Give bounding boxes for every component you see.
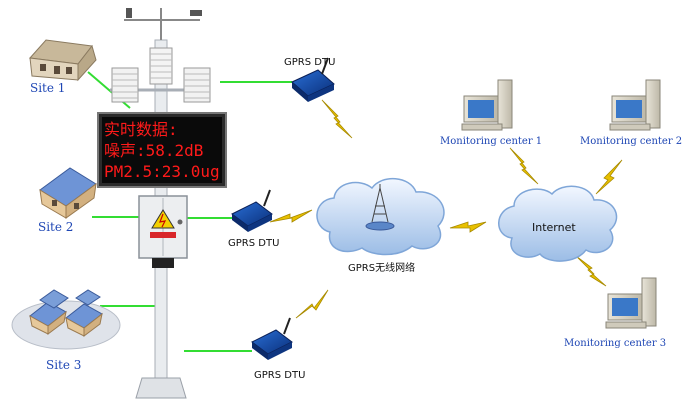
warning-icon [151,209,175,229]
sensor-shield-left [111,67,139,103]
monitoring-center-3-label: Monitoring center 3 [564,338,666,349]
antenna-icon [283,317,291,335]
station-base [135,377,187,399]
led-line-2: 噪声:58.2dB [104,141,203,160]
site3-village [11,289,121,350]
site3-label: Site 3 [46,358,81,372]
lightning-icon [269,209,313,223]
dtu-bottom-label: GPRS DTU [254,370,305,381]
control-cabinet [138,195,188,268]
lightning-icon [509,147,539,185]
antenna-icon [263,189,271,207]
gprs-network-label: GPRS无线网络 [348,261,415,274]
anemometer-icon [190,10,202,16]
monitoring-center-1-label: Monitoring center 1 [440,136,542,147]
dtu-mid-label: GPRS DTU [228,238,279,249]
dtu-top-label: GPRS DTU [284,57,335,68]
monitoring-station: 实时数据: 噪声:58.2dB PM2.5:23.0ug [97,8,227,399]
site1-label: Site 1 [30,81,65,95]
lightning-icon [595,159,623,195]
sensor-shield-center [149,47,173,85]
dtu-device-mid [231,189,273,232]
site2-house [39,167,97,219]
internet-label: Internet [532,221,576,234]
cabinet-connector [152,258,174,268]
wind-vane-icon [126,8,132,18]
monitoring-center-2-label: Monitoring center 2 [580,136,682,147]
led-line-3: PM2.5:23.0ug [104,162,220,181]
monitoring-center-2-computer [609,79,661,131]
site2-label: Site 2 [38,220,73,234]
lightning-icon [295,289,329,319]
antenna-icon [321,57,329,75]
wireless-links [269,99,623,319]
led-display: 实时数据: 噪声:58.2dB PM2.5:23.0ug [97,112,227,188]
dtu-device-bottom [251,317,293,360]
site1-house [28,39,97,82]
lightning-icon [321,99,353,139]
internet-cloud [498,185,618,262]
gprs-network-cloud [316,178,445,256]
monitoring-center-1-computer [461,79,513,131]
monitoring-center-3-computer [605,277,657,329]
tower-icon [371,184,389,223]
lightning-icon [575,255,607,287]
sensor-shield-right [183,67,211,103]
lightning-icon [449,221,487,233]
dtu-device-top [291,57,335,102]
led-line-1: 实时数据: [104,120,178,139]
